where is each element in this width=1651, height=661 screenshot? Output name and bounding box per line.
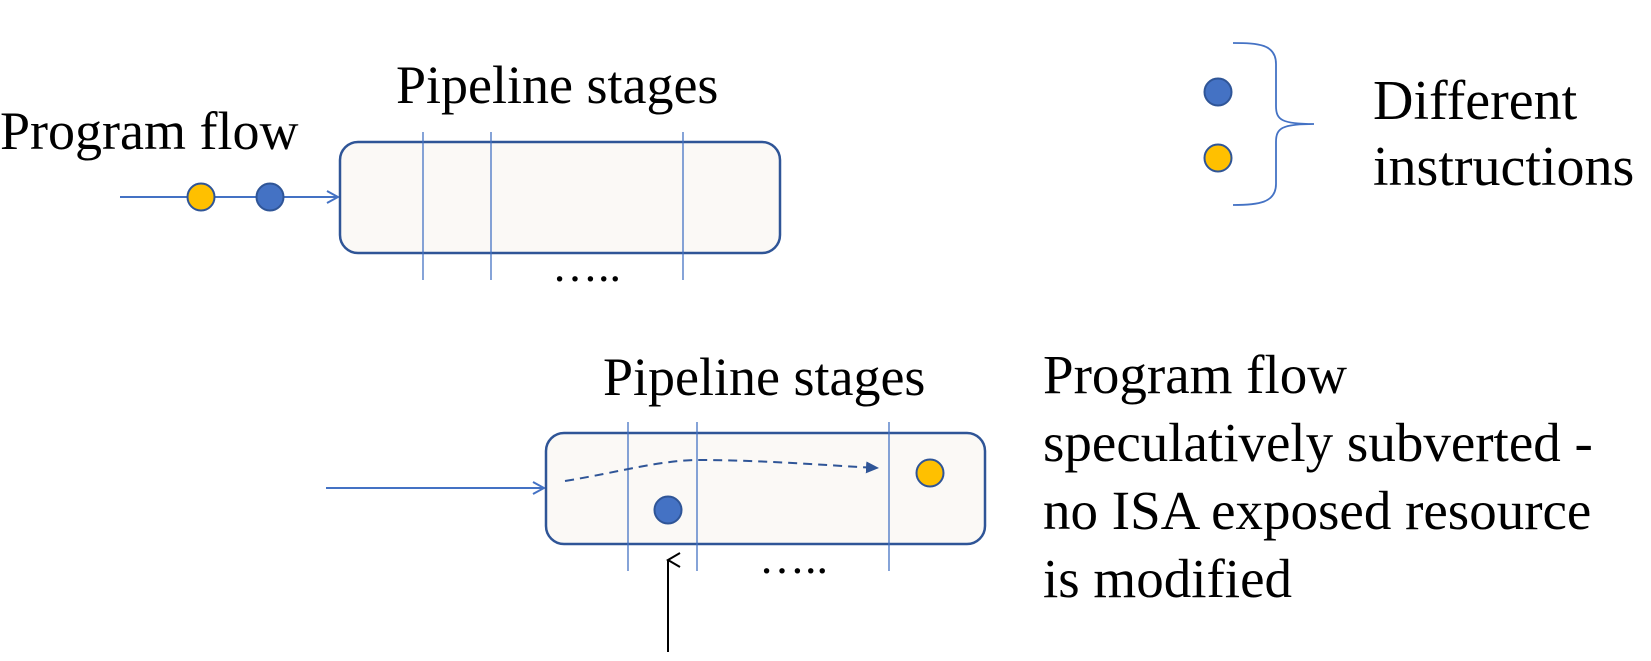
speculation-note: Program flow speculatively subverted - n… (1043, 341, 1593, 613)
legend-label: Different instructions (1373, 68, 1634, 200)
bottom-pipeline-box (544, 431, 987, 546)
bottom-pipeline-ellipsis: ….. (759, 532, 828, 583)
speculative-path-arrow (564, 458, 879, 482)
legend-label-line: Different (1373, 70, 1578, 132)
speculation-note-line: Program flow (1043, 344, 1347, 405)
legend-yellow-instruction (1203, 143, 1233, 173)
legend-blue-instruction (1203, 77, 1233, 107)
legend-label-line: instructions (1373, 136, 1635, 198)
speculation-note-line: speculatively subverted - (1043, 412, 1593, 473)
top-blue-instruction (255, 182, 285, 212)
top-yellow-instruction (186, 182, 216, 212)
top-pipeline-box (338, 140, 782, 255)
bottom-pipeline-stages-label: Pipeline stages (603, 347, 926, 407)
top-pipeline-stages-label: Pipeline stages (396, 55, 719, 115)
top-pipeline-ellipsis: ….. (552, 240, 621, 291)
legend-brace (1232, 42, 1315, 206)
top-program-flow-label: Program flow (0, 101, 299, 161)
speculation-note-line: is modified (1043, 548, 1293, 609)
bottom-blue-instruction (653, 495, 683, 525)
bottom-yellow-instruction (915, 458, 945, 488)
speculation-note-line: no ISA exposed resource (1043, 480, 1592, 541)
